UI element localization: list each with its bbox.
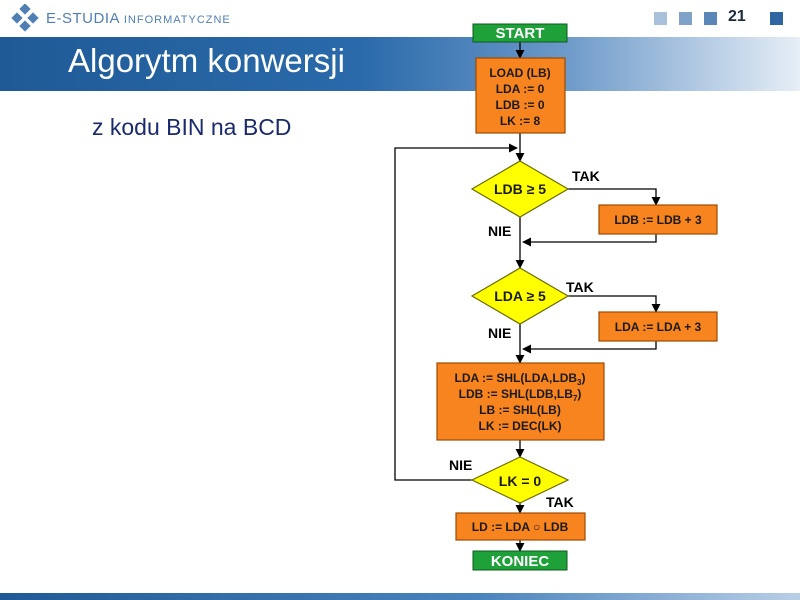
shift-line-2: LDB := SHL(LDB,LB7) (459, 387, 582, 403)
init-line-4: LK := 8 (500, 114, 541, 128)
init-box: LOAD (LB) LDA := 0 LDB := 0 LK := 8 (475, 57, 566, 134)
logo-text: E-STUDIA INFORMATYCZNE (46, 10, 231, 27)
decision-ldb-label: LDB ≥ 5 (494, 181, 546, 197)
result-box: LD := LDA ○ LDB (455, 512, 586, 541)
decision-lk-yes-label: TAK (546, 494, 574, 510)
title-bar (0, 37, 800, 91)
start-terminal: START (472, 23, 568, 43)
shift-line-3: LB := SHL(LB) (479, 403, 561, 417)
action-lda-label: LDA := LDA + 3 (615, 320, 702, 334)
action-lda-box: LDA := LDA + 3 (598, 311, 718, 342)
start-label: START (496, 25, 545, 42)
logo-sub-text: INFORMATYCZNE (123, 13, 231, 26)
logo: E-STUDIA INFORMATYCZNE (10, 4, 231, 32)
header-square-2 (679, 12, 692, 25)
init-line-3: LDB := 0 (495, 98, 544, 112)
header-square-4 (770, 12, 783, 25)
end-label: KONIEC (491, 553, 550, 570)
decision-ldb-no-label: NIE (488, 223, 511, 239)
end-terminal: KONIEC (472, 550, 568, 571)
decision-lda-yes-label: TAK (566, 279, 594, 295)
header-square-3 (704, 12, 717, 25)
shift-line-1: LDA := SHL(LDA,LDB3) (455, 371, 586, 387)
header-square-1 (654, 12, 667, 25)
decision-lda: LDA ≥ 5 (470, 267, 570, 325)
decision-lk-no-label: NIE (449, 457, 472, 473)
decision-lda-no-label: NIE (488, 325, 511, 341)
logo-icon (11, 4, 39, 32)
init-line-1: LOAD (LB) (489, 66, 550, 80)
decision-lk: LK = 0 (470, 456, 570, 504)
page-subtitle: z kodu BIN na BCD (92, 114, 292, 140)
result-label: LD := LDA ○ LDB (472, 520, 569, 534)
shift-line-4: LK := DEC(LK) (479, 419, 562, 433)
page-title: Algorytm konwersji (68, 42, 345, 79)
action-ldb-label: LDB := LDB + 3 (614, 213, 702, 227)
connector-lines (394, 42, 661, 552)
logo-main-text: E-STUDIA (46, 9, 120, 27)
action-ldb-box: LDB := LDB + 3 (598, 204, 718, 235)
init-line-2: LDA := 0 (496, 82, 545, 96)
decision-ldb-yes-label: TAK (572, 168, 600, 184)
decision-ldb: LDB ≥ 5 (470, 160, 570, 218)
bottom-bar (0, 593, 800, 600)
decision-lda-label: LDA ≥ 5 (494, 288, 546, 304)
page-number: 21 (728, 8, 746, 25)
shift-box: LDA := SHL(LDA,LDB3) LDB := SHL(LDB,LB7)… (436, 362, 605, 441)
decision-lk-label: LK = 0 (499, 473, 542, 489)
